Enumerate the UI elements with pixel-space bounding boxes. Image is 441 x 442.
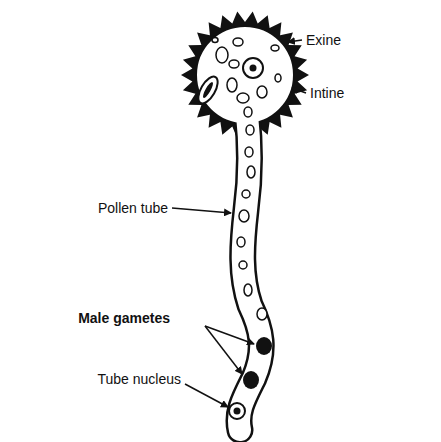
label-tube-nucleus: Tube nucleus bbox=[97, 372, 181, 386]
vacuoles bbox=[212, 38, 281, 321]
label-pollen-tube: Pollen tube bbox=[98, 201, 168, 215]
male-gamete bbox=[243, 371, 259, 389]
leader-lines bbox=[172, 40, 306, 407]
nucleolus bbox=[234, 408, 241, 415]
generative-nucleus bbox=[201, 81, 214, 99]
intine-wall bbox=[196, 26, 294, 124]
vegetative-nucleus bbox=[243, 58, 263, 78]
pollen-tube-lumen bbox=[239, 115, 261, 430]
generative-cell bbox=[194, 74, 221, 107]
tube-nucleus bbox=[229, 403, 245, 419]
pollen-tube-wall bbox=[239, 115, 261, 430]
male-gamete bbox=[256, 337, 272, 355]
label-exine: Exine bbox=[306, 33, 341, 47]
nucleolus bbox=[250, 65, 257, 72]
label-male-gametes: Male gametes bbox=[78, 311, 170, 325]
label-intine: Intine bbox=[310, 86, 344, 100]
